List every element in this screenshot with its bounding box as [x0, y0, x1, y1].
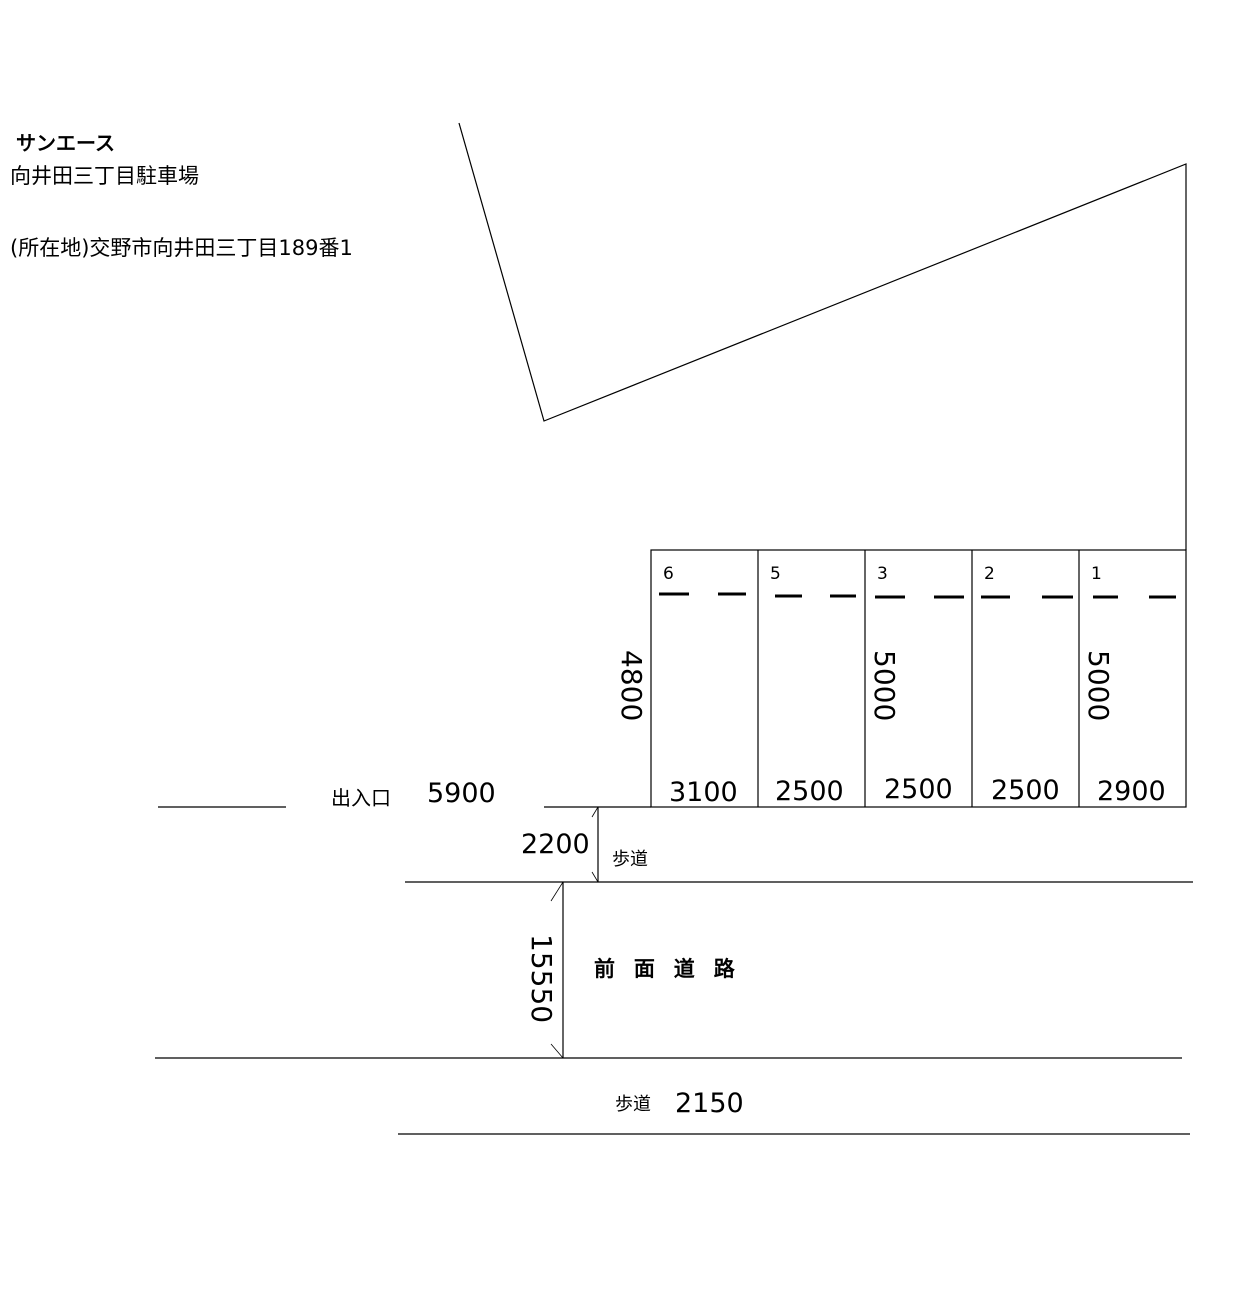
stall-number: 3 [877, 564, 888, 584]
sidewalk-far-width: 2150 [675, 1088, 744, 1119]
stall-width: 2500 [775, 776, 844, 807]
stall-width: 2500 [991, 775, 1060, 806]
stall-number: 1 [1091, 564, 1102, 584]
sidewalk-near-label: 歩道 [612, 849, 648, 870]
stall-width: 2900 [1097, 776, 1166, 807]
parking-lot-name: 向井田三丁目駐車場 [10, 164, 199, 188]
entrance-label: 出入口 [331, 786, 391, 810]
address: (所在地)交野市向井田三丁目189番1 [10, 236, 353, 260]
stall-number: 2 [984, 564, 995, 584]
lot-boundary [458, 122, 1187, 550]
stall-width: 2500 [884, 774, 953, 805]
entrance-width: 5900 [427, 778, 496, 809]
road-width: 15550 [525, 934, 558, 1024]
stall-number: 5 [770, 564, 781, 584]
stall-width: 3100 [669, 777, 738, 808]
sidewalk-near-width: 2200 [521, 829, 590, 860]
road-label: 前面道路 [594, 957, 754, 981]
stall-depth-left: 4800 [615, 650, 648, 722]
stall-depth: 5000 [1082, 650, 1115, 722]
stall-depth: 5000 [868, 650, 901, 722]
stall-number: 6 [663, 564, 674, 584]
sidewalk-far-label: 歩道 [615, 1094, 651, 1115]
stall-block [650, 549, 1187, 808]
brand-name: サンエース [16, 131, 115, 155]
